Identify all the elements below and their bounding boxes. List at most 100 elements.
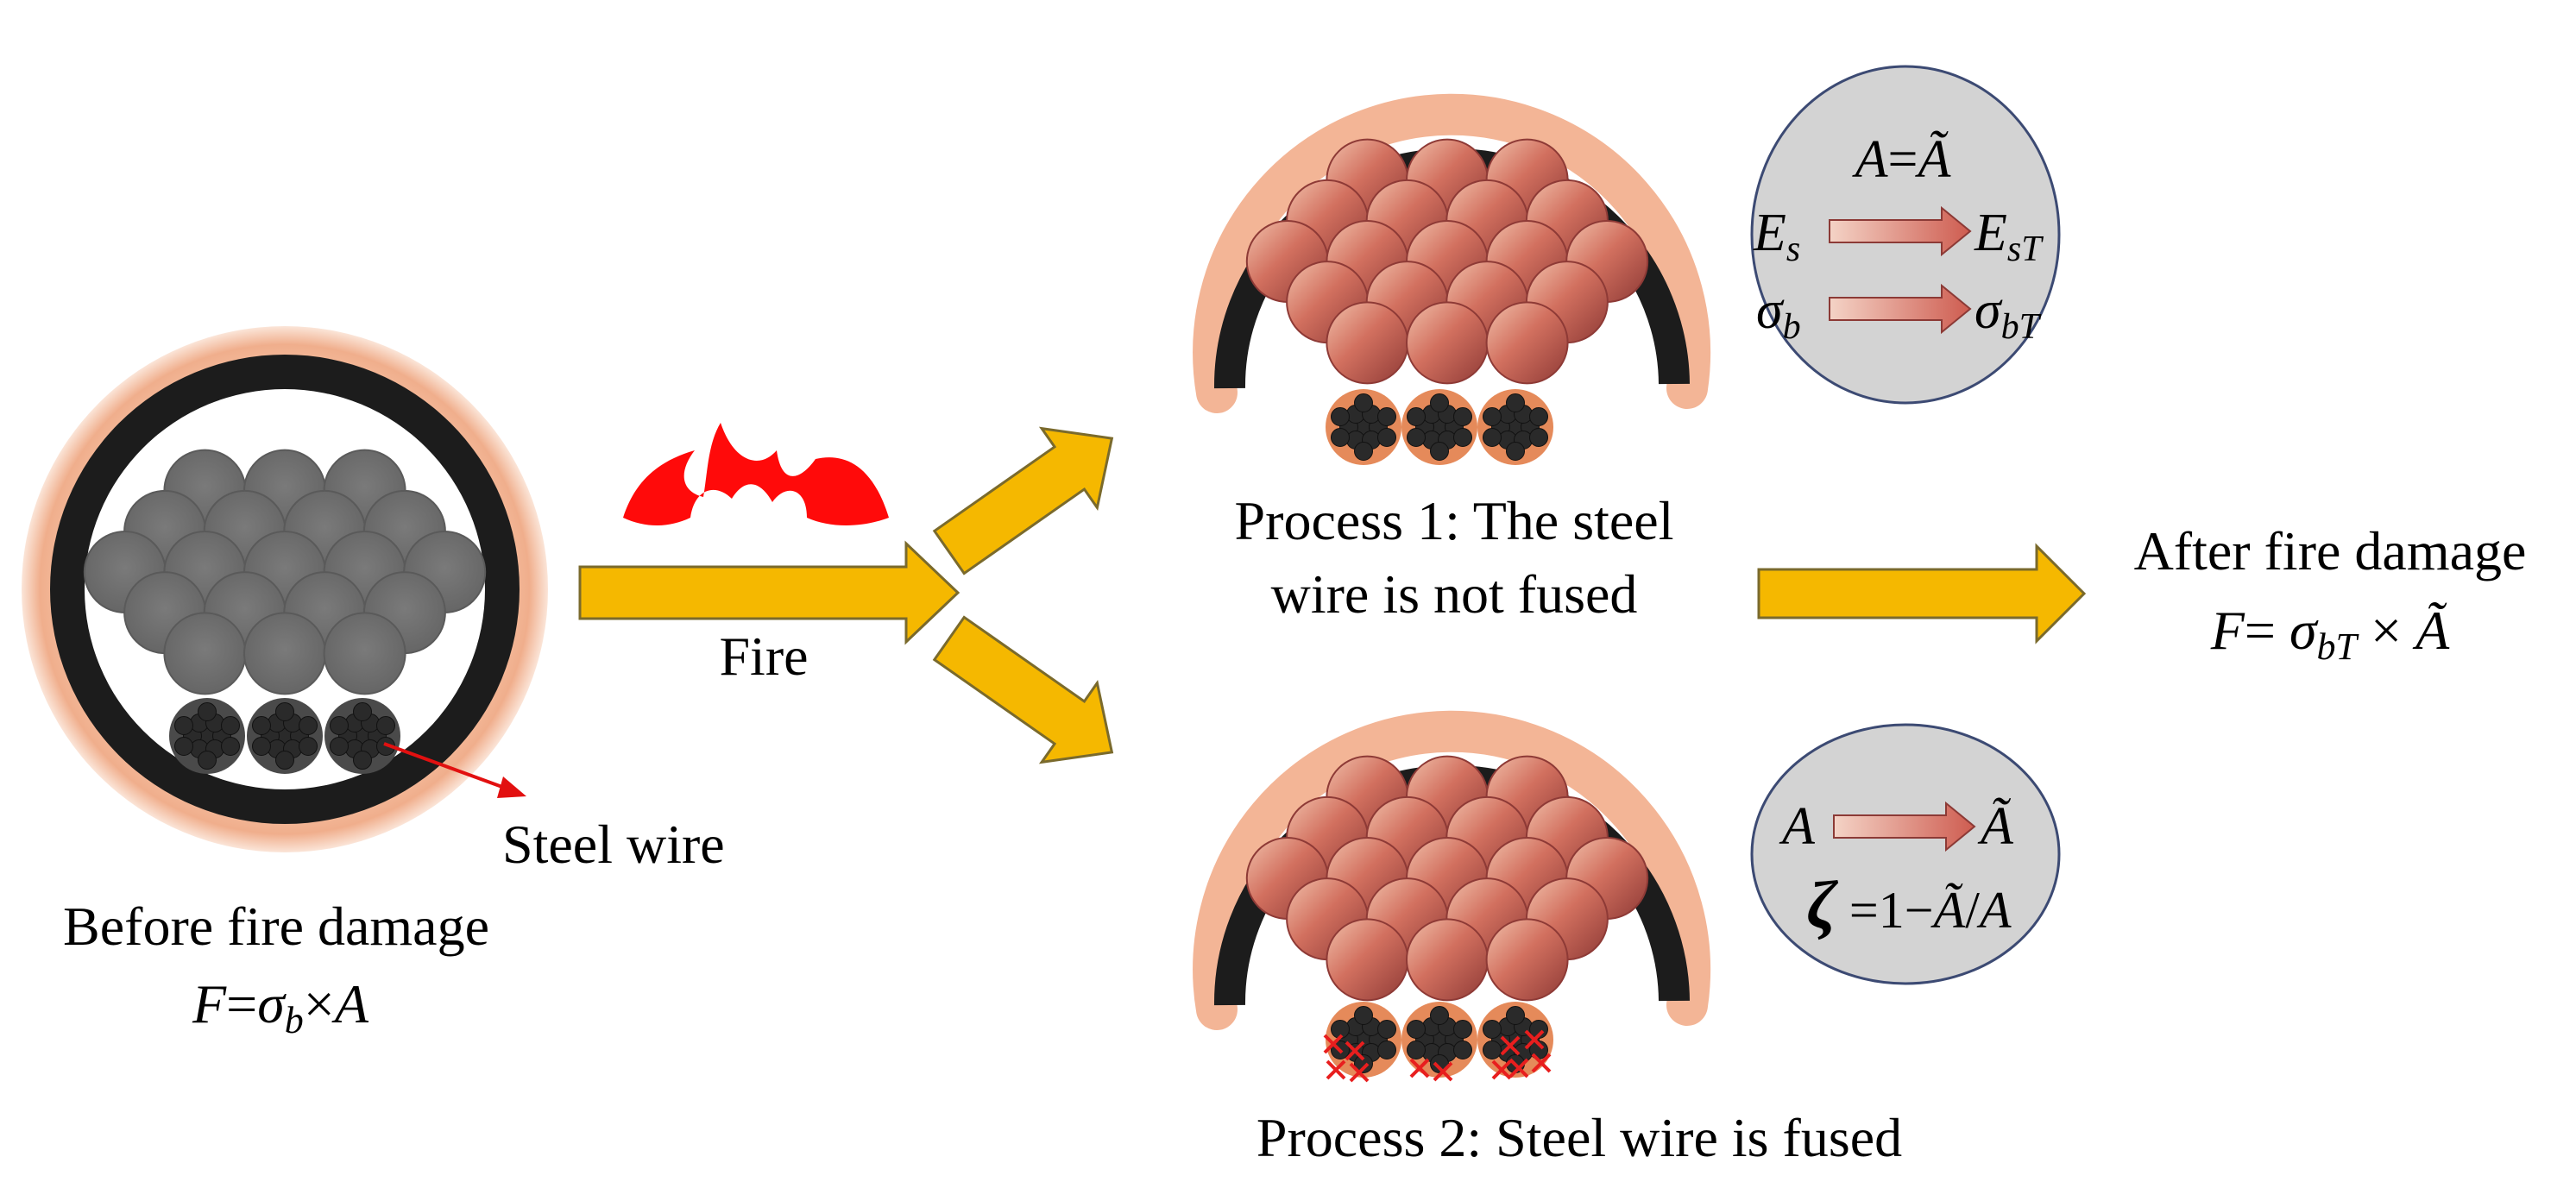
cross-mark-icon	[1409, 1058, 1430, 1078]
wire-filament	[198, 702, 217, 721]
wire-filament	[1430, 1006, 1449, 1025]
wire-filament	[299, 716, 318, 735]
strand	[1406, 918, 1489, 1002]
cross-mark-icon	[1349, 1062, 1370, 1083]
strand	[1326, 918, 1409, 1002]
process2-arrow-icon	[932, 615, 1114, 764]
process1-arrow-icon	[932, 426, 1114, 575]
wire-filament	[174, 737, 193, 756]
cable-process2	[1193, 710, 1711, 1083]
wire-filament	[1407, 407, 1426, 426]
wire-filament	[1483, 1041, 1502, 1059]
wire-filament	[1354, 442, 1373, 461]
area-before: A	[1779, 797, 1816, 856]
before-F: F	[192, 973, 227, 1034]
wire-filament	[1377, 407, 1396, 426]
cross-mark-icon	[1531, 1053, 1552, 1073]
process2-label: Process 2: Steel wire is fused	[1257, 1107, 1902, 1168]
wire-filament	[1354, 393, 1373, 412]
modulus-after: EsT	[1974, 204, 2044, 269]
cross-mark-icon	[1323, 1034, 1344, 1054]
strand	[323, 612, 406, 695]
wire-filament	[1506, 1006, 1525, 1025]
strength-change-arrow-icon	[1829, 283, 1972, 335]
wire-filament	[1453, 1041, 1472, 1059]
wire-filament	[1377, 1041, 1396, 1059]
wire-filament	[1430, 393, 1449, 412]
modulus-change-arrow-icon	[1829, 205, 1972, 257]
process2-property-ellipse: A Ã ζ =1−Ã/A	[1750, 723, 2061, 985]
wire-filament	[1407, 1041, 1426, 1059]
after-equation: F= σbT × Ã	[2210, 600, 2450, 668]
before-title: Before fire damage	[63, 896, 489, 957]
wire-filament	[275, 702, 294, 721]
cable-process1	[1193, 93, 1711, 465]
wire-filament	[1529, 407, 1548, 426]
wire-filament	[1354, 1054, 1373, 1073]
wire-filament	[1529, 428, 1548, 447]
cable-before-fire	[22, 326, 548, 852]
steel-wire-bundles	[169, 698, 400, 774]
cross-mark-icon	[1326, 1059, 1346, 1080]
strand	[1326, 301, 1409, 385]
area-change-arrow-icon	[1833, 801, 1976, 852]
wire-filament	[1453, 407, 1472, 426]
cross-mark-icon	[1345, 1041, 1365, 1061]
strand	[243, 612, 326, 695]
wire-filament	[1407, 1020, 1426, 1039]
modulus-before: Es	[1753, 204, 1800, 269]
process2-outer-sheath	[1193, 710, 1711, 1030]
steel-wire-bundles	[1326, 389, 1553, 465]
copper-strand-bundle	[1245, 755, 1649, 1002]
steel-wire-label: Steel wire	[502, 814, 725, 875]
cross-mark-icon	[1524, 1029, 1545, 1050]
wire-filament	[353, 702, 372, 721]
wire-filament	[221, 737, 240, 756]
copper-strand-bundle	[1245, 138, 1649, 385]
strength-before: σb	[1756, 281, 1801, 347]
wire-filament	[1453, 1020, 1472, 1039]
pointer-arrowhead-icon	[497, 776, 526, 798]
wire-filament	[1331, 407, 1350, 426]
wire-filament	[1483, 428, 1502, 447]
flame-icon	[623, 423, 889, 525]
fire-label: Fire	[719, 626, 808, 687]
wire-filament	[252, 716, 271, 735]
wire-filament	[376, 716, 395, 735]
fusing-ratio-equation: ζ =1−Ã/A	[1806, 867, 2011, 942]
cross-mark-icon	[1500, 1035, 1521, 1056]
strength-after: σbT	[1975, 281, 2042, 347]
wire-filament	[1407, 428, 1426, 447]
fused-marks	[1323, 1029, 1552, 1083]
cross-mark-icon	[1508, 1058, 1529, 1078]
process1-outer-sheath	[1193, 93, 1711, 413]
strand	[163, 612, 247, 695]
wire-filament	[198, 751, 217, 770]
wire-filament	[1377, 428, 1396, 447]
wire-filament	[330, 716, 349, 735]
grey-strand-bundle	[83, 449, 487, 695]
after-title: After fire damage	[2134, 520, 2527, 582]
wire-filament	[1331, 428, 1350, 447]
wire-filament	[1354, 1006, 1373, 1025]
cross-mark-icon	[1433, 1061, 1453, 1082]
strand	[1485, 918, 1569, 1002]
wire-filament	[1529, 1020, 1548, 1039]
wire-filament	[252, 737, 271, 756]
wire-filament	[1377, 1020, 1396, 1039]
area-unchanged-equation: A=Ã	[1852, 130, 1952, 189]
strand	[1485, 301, 1569, 385]
process1-label-line2: wire is not fused	[1271, 563, 1638, 625]
strand	[1406, 301, 1489, 385]
wire-filament	[299, 737, 318, 756]
wire-filament	[1483, 1020, 1502, 1039]
wire-filament	[1506, 442, 1525, 461]
wire-filament	[330, 737, 349, 756]
wire-filament	[353, 751, 372, 770]
wire-filament	[1453, 428, 1472, 447]
wire-filament	[1483, 407, 1502, 426]
wire-filament	[174, 716, 193, 735]
steel-wire-pointer	[383, 742, 526, 798]
after-arrow-icon	[1757, 543, 2087, 644]
